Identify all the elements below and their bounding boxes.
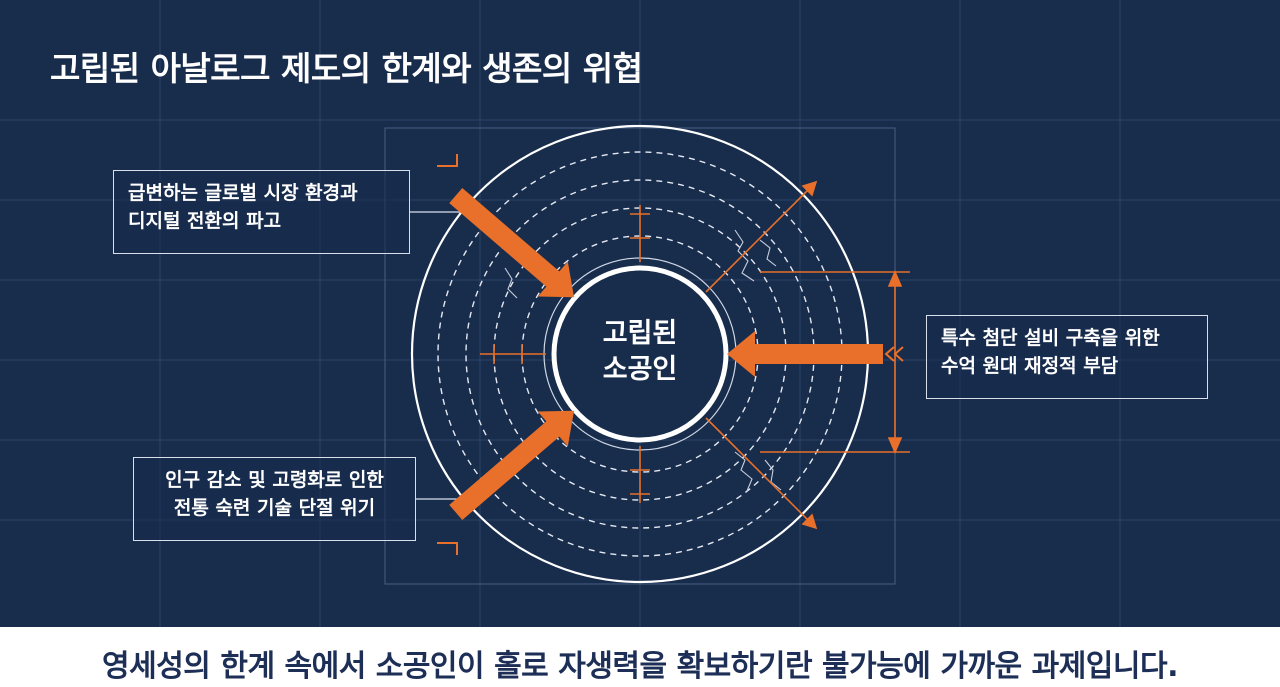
callout-line: 디지털 전환의 파고 [128, 210, 282, 232]
callout-financial-burden: 특수 첨단 설비 구축을 위한 수억 원대 재정적 부담 [926, 315, 1208, 399]
callout-global-market: 급변하는 글로벌 시장 환경과 디지털 전환의 파고 [113, 170, 410, 254]
arrow-in-icon [449, 187, 883, 521]
callout-line: 인구 감소 및 고령화로 인한 [165, 469, 384, 491]
slide-title: 고립된 아날로그 제도의 한계와 생존의 위협 [50, 49, 643, 88]
center-label: 고립된 소공인 [560, 316, 720, 388]
center-line: 고립된 [602, 318, 678, 349]
footer-text: 영세성의 한계 속에서 소공인이 홀로 자생력을 확보하기란 불가능에 가까운 … [102, 649, 1179, 684]
dimension-bracket [760, 269, 910, 455]
callout-line: 특수 첨단 설비 구축을 위한 [941, 327, 1160, 349]
diagonal-arrows [705, 180, 818, 530]
callout-line: 급변하는 글로벌 시장 환경과 [128, 182, 358, 204]
crosshair-ticks [480, 205, 650, 503]
callout-skill-gap: 인구 감소 및 고령화로 인한 전통 숙련 기술 단절 위기 [133, 457, 416, 541]
corner-marks [437, 154, 458, 555]
center-line: 소공인 [602, 354, 678, 385]
footer-banner: 영세성의 한계 속에서 소공인이 홀로 자생력을 확보하기란 불가능에 가까운 … [0, 627, 1280, 687]
callout-line: 수억 원대 재정적 부담 [941, 355, 1119, 377]
callout-line: 전통 숙련 기술 단절 위기 [173, 497, 376, 519]
arrow-tail-chevrons [884, 346, 904, 362]
grid [0, 0, 1280, 627]
